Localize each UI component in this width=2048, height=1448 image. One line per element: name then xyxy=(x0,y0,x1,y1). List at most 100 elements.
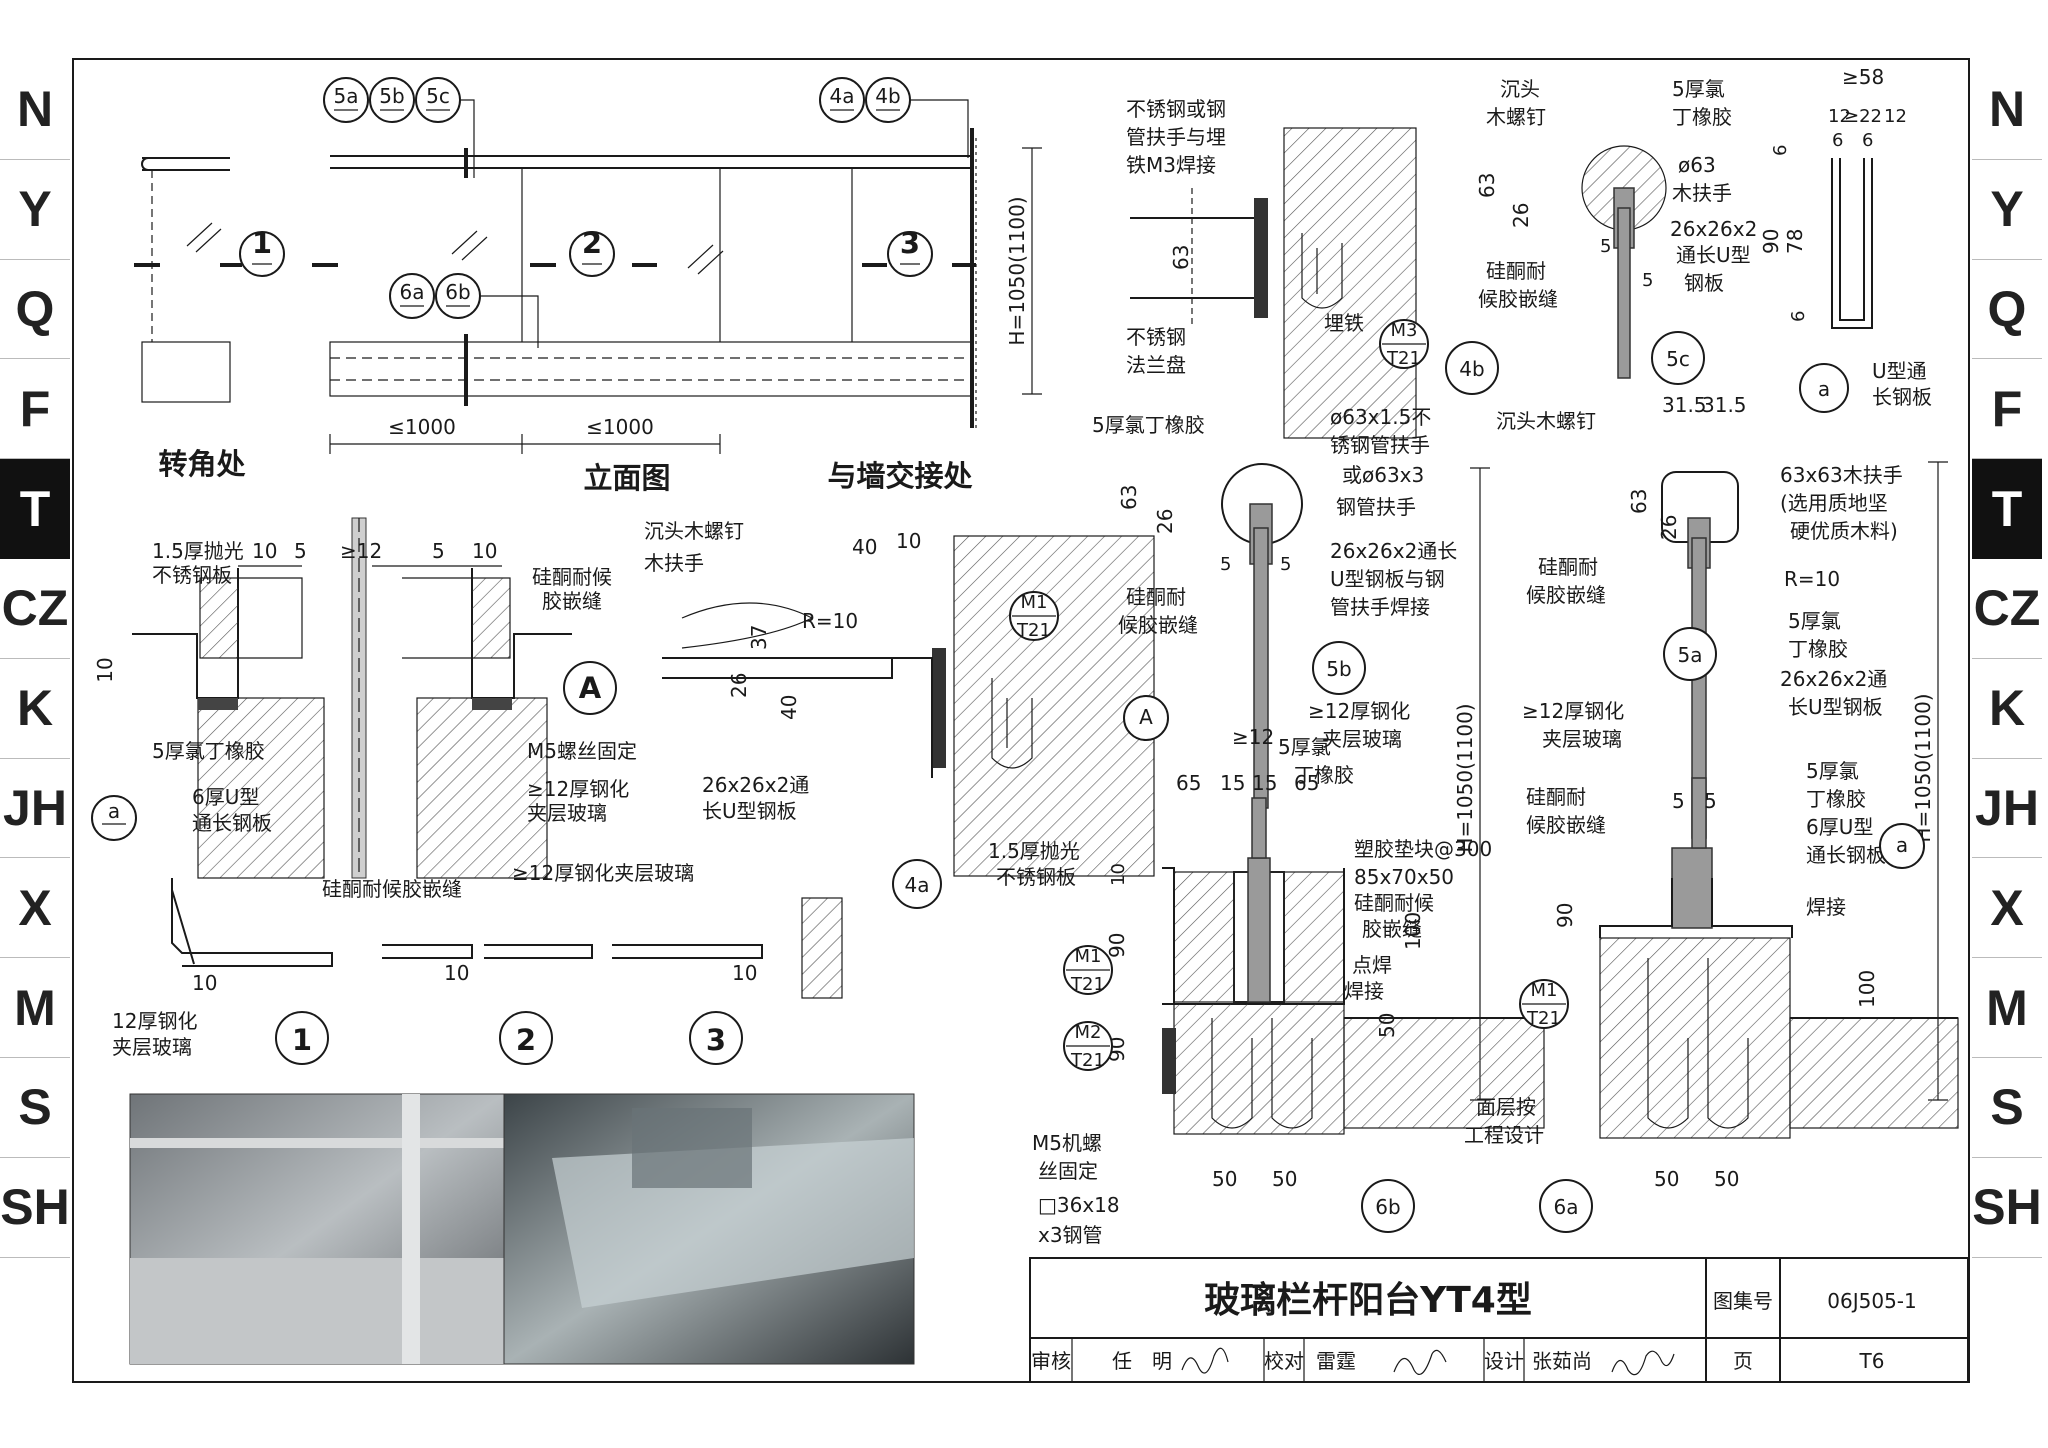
svg-text:□36x18: □36x18 xyxy=(1038,1193,1120,1217)
side-tab[interactable]: Q xyxy=(0,260,70,360)
svg-text:15: 15 xyxy=(1220,771,1245,795)
signature-designer xyxy=(1611,1350,1675,1376)
svg-text:6: 6 xyxy=(1788,311,1809,322)
detail-ref-4b: 4b xyxy=(865,77,911,123)
checker: 雷霆 xyxy=(1316,1349,1356,1373)
section-mark-2: 2 xyxy=(569,226,615,277)
svg-text:丁橡胶: 丁橡胶 xyxy=(1788,637,1848,661)
side-tab[interactable]: K xyxy=(0,659,70,759)
svg-text:不锈钢: 不锈钢 xyxy=(1126,325,1186,349)
side-tab-active[interactable]: T xyxy=(0,459,70,559)
atlas-number: 06J505-1 xyxy=(1827,1289,1916,1313)
svg-text:63: 63 xyxy=(1475,173,1499,198)
svg-text:面层按: 面层按 xyxy=(1476,1095,1536,1119)
side-tab[interactable]: SH xyxy=(0,1158,70,1258)
side-tab[interactable]: Y xyxy=(1972,160,2042,260)
side-tab[interactable]: F xyxy=(1972,359,2042,460)
side-tab[interactable]: Q xyxy=(1972,260,2042,360)
detail-tag-5a: 5a xyxy=(1663,627,1717,681)
svg-text:5b: 5b xyxy=(379,84,404,108)
svg-text:M1: M1 xyxy=(1531,980,1558,1001)
svg-text:10: 10 xyxy=(192,971,217,995)
svg-text:50: 50 xyxy=(1654,1167,1679,1191)
detail-ref-5b: 5b xyxy=(369,77,415,123)
atlas-label: 图集号 xyxy=(1713,1289,1773,1313)
svg-text:5: 5 xyxy=(294,539,307,563)
svg-text:26x26x2通长: 26x26x2通长 xyxy=(1330,539,1457,563)
side-tab[interactable]: N xyxy=(1972,60,2042,160)
side-tab[interactable]: S xyxy=(1972,1058,2042,1158)
detail-tag-A: A xyxy=(563,661,617,715)
caption-corner: 转角处 xyxy=(158,447,245,481)
caption-elevation: 立面图 xyxy=(583,461,670,495)
svg-text:A: A xyxy=(1139,705,1153,729)
side-index-left: N Y Q F T CZ K JH X M S SH xyxy=(0,60,70,1258)
svg-text:10: 10 xyxy=(896,529,921,553)
side-tab[interactable]: X xyxy=(0,858,70,959)
svg-text:工程设计: 工程设计 xyxy=(1464,1123,1544,1147)
svg-text:不锈钢板: 不锈钢板 xyxy=(996,865,1076,889)
svg-text:12: 12 xyxy=(1884,106,1907,127)
svg-text:31.5: 31.5 xyxy=(1662,393,1707,417)
side-tab[interactable]: SH xyxy=(1972,1158,2042,1258)
svg-text:2: 2 xyxy=(582,226,602,260)
svg-text:31.5: 31.5 xyxy=(1702,393,1747,417)
side-tab[interactable]: K xyxy=(1972,659,2042,759)
side-tab[interactable]: Y xyxy=(0,160,70,260)
side-tab[interactable]: F xyxy=(0,359,70,460)
svg-text:≥12厚钢化: ≥12厚钢化 xyxy=(527,777,629,801)
svg-text:1: 1 xyxy=(252,226,272,260)
side-tab[interactable]: CZ xyxy=(1972,559,2042,659)
svg-text:T21: T21 xyxy=(1070,974,1105,995)
side-tab[interactable]: N xyxy=(0,60,70,160)
svg-text:63: 63 xyxy=(1117,485,1141,510)
side-tab[interactable]: M xyxy=(1972,958,2042,1058)
svg-text:1.5厚抛光: 1.5厚抛光 xyxy=(988,839,1080,863)
svg-text:硅酮耐: 硅酮耐 xyxy=(1538,555,1598,579)
svg-text:T21: T21 xyxy=(1386,348,1421,369)
svg-text:26x26x2: 26x26x2 xyxy=(1670,217,1757,241)
svg-text:候胶嵌缝: 候胶嵌缝 xyxy=(1478,287,1558,311)
svg-text:10: 10 xyxy=(252,539,277,563)
side-tab-active[interactable]: T xyxy=(1972,459,2042,559)
svg-text:硅酮耐候胶嵌缝: 硅酮耐候胶嵌缝 xyxy=(322,877,462,901)
title-block: 玻璃栏杆阳台YT4型 图集号 06J505-1 审核 任 明 校对 雷霆 设计 … xyxy=(1029,1257,1969,1383)
svg-text:不锈钢板: 不锈钢板 xyxy=(152,563,232,587)
side-tab[interactable]: JH xyxy=(0,759,70,859)
side-index-right: N Y Q F T CZ K JH X M S SH xyxy=(1972,60,2042,1258)
dim-span1: ≤1000 xyxy=(388,415,456,439)
svg-text:通长U型: 通长U型 xyxy=(1676,243,1751,267)
drawing-sheet: 1 2 3 5a 5b 5c 4a 4b 6a 6b ≤1000 ≤1000 H… xyxy=(72,58,1970,1383)
svg-text:65: 65 xyxy=(1294,771,1319,795)
svg-text:R=10: R=10 xyxy=(802,609,858,633)
svg-text:1: 1 xyxy=(292,1023,312,1057)
svg-text:10: 10 xyxy=(732,961,757,985)
svg-text:钢板: 钢板 xyxy=(1684,271,1724,295)
side-tab[interactable]: S xyxy=(0,1058,70,1158)
reviewer: 任 明 xyxy=(1112,1349,1172,1373)
side-tab[interactable]: X xyxy=(1972,858,2042,959)
svg-text:5: 5 xyxy=(1280,554,1291,575)
section-mark-3: 3 xyxy=(887,226,933,277)
svg-text:焊接: 焊接 xyxy=(1344,979,1384,1003)
svg-text:6: 6 xyxy=(1832,130,1843,151)
detail-ref-4a: 4a xyxy=(819,77,865,123)
svg-text:丁橡胶: 丁橡胶 xyxy=(1806,787,1866,811)
svg-text:5a: 5a xyxy=(334,84,359,108)
svg-text:50: 50 xyxy=(1375,1013,1399,1038)
svg-text:M1: M1 xyxy=(1021,592,1048,613)
svg-text:5: 5 xyxy=(1672,789,1685,813)
svg-text:锈钢管扶手: 锈钢管扶手 xyxy=(1330,433,1430,457)
svg-text:6a: 6a xyxy=(1554,1195,1579,1219)
svg-text:63x63木扶手: 63x63木扶手 xyxy=(1780,463,1903,487)
svg-text:管扶手焊接: 管扶手焊接 xyxy=(1330,595,1430,619)
svg-text:硬优质木料): 硬优质木料) xyxy=(1790,519,1898,543)
side-tab[interactable]: JH xyxy=(1972,759,2042,859)
svg-text:木扶手: 木扶手 xyxy=(1672,181,1732,205)
drawing-title: 玻璃栏杆阳台YT4型 xyxy=(1204,1280,1532,1321)
side-tab[interactable]: M xyxy=(0,958,70,1058)
designer: 张茹尚 xyxy=(1532,1349,1592,1373)
side-tab[interactable]: CZ xyxy=(0,559,70,659)
svg-text:审核: 审核 xyxy=(1031,1349,1071,1373)
